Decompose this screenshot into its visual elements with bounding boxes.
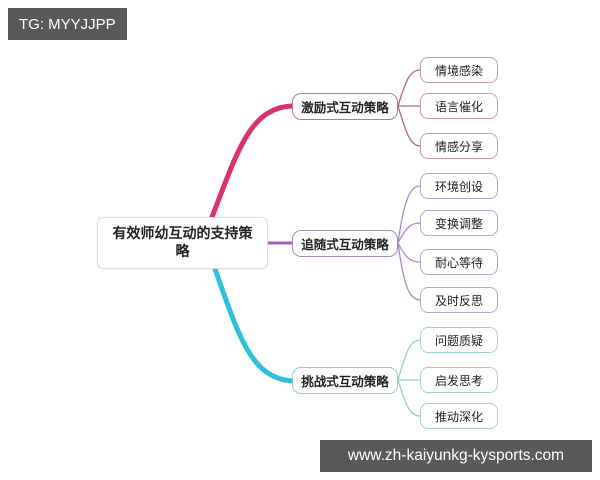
leaf-node: 推动深化 — [420, 403, 498, 429]
leaf-label: 语言催化 — [434, 99, 483, 114]
leaf-label: 耐心等待 — [434, 255, 483, 270]
connector-root-branch3 — [212, 266, 295, 384]
leaf-node: 问题质疑 — [420, 327, 498, 353]
connector-root-branch1 — [209, 103, 295, 220]
leaf-label: 情感分享 — [434, 139, 483, 154]
leaf-node: 变换调整 — [420, 210, 498, 236]
branch-label: 挑战式互动策略 — [301, 374, 389, 389]
root-label: 有效师幼互动的支持策略 — [112, 226, 253, 260]
branch-label: 激励式互动策略 — [301, 100, 389, 115]
leaf-label: 启发思考 — [434, 373, 483, 388]
leaf-node: 及时反思 — [420, 287, 498, 313]
leaf-node: 耐心等待 — [420, 249, 498, 275]
leaf-node: 情境感染 — [420, 57, 498, 83]
root-node: 有效师幼互动的支持策略 — [97, 217, 268, 269]
watermark-top: TG: MYYJJPP — [8, 8, 127, 40]
leaf-node: 语言催化 — [420, 93, 498, 119]
watermark-bottom: www.zh-kaiyunkg-kysports.com — [320, 440, 592, 472]
leaf-node: 启发思考 — [420, 367, 498, 393]
branch-label: 追随式互动策略 — [301, 237, 389, 252]
branch-node-incentive: 激励式互动策略 — [292, 93, 398, 120]
leaf-label: 问题质疑 — [434, 333, 483, 348]
leaf-label: 环境创设 — [434, 179, 483, 194]
leaf-label: 变换调整 — [434, 216, 483, 231]
leaf-label: 情境感染 — [434, 63, 483, 78]
leaf-label: 推动深化 — [434, 409, 483, 424]
branch-node-challenge: 挑战式互动策略 — [292, 367, 398, 394]
branch-node-follow: 追随式互动策略 — [292, 230, 398, 257]
leaf-node: 情感分享 — [420, 133, 498, 159]
leaf-label: 及时反思 — [434, 293, 483, 308]
leaf-node: 环境创设 — [420, 173, 498, 199]
